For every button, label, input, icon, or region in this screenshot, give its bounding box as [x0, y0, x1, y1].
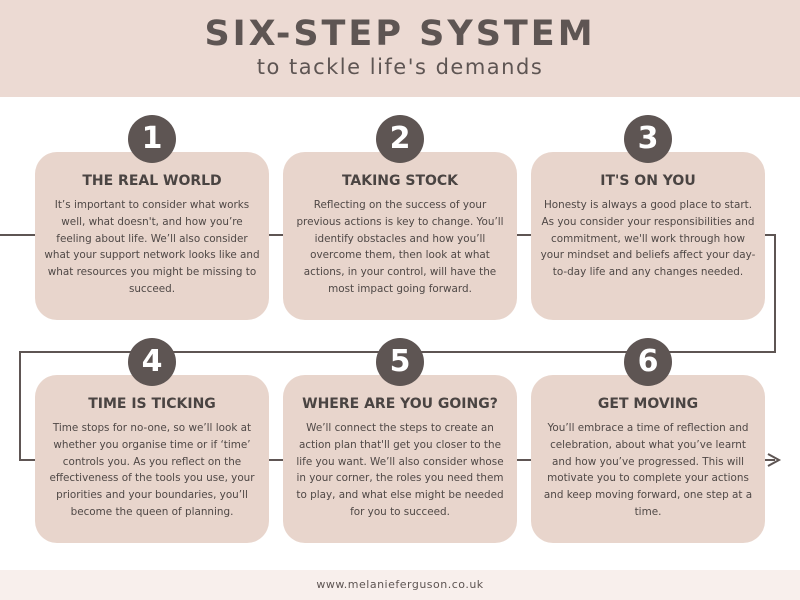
step-title: WHERE ARE YOU GOING?: [302, 396, 498, 412]
step-title: THE REAL WORLD: [82, 173, 222, 189]
step-description: You’ll embrace a time of reflection and …: [543, 422, 753, 518]
step-number-badge: 3: [624, 115, 672, 163]
step-title: TIME IS TICKING: [88, 396, 216, 412]
page-subtitle: to tackle life's demands: [256, 55, 544, 79]
step-card-3: IT'S ON YOU Honesty is always a good pla…: [531, 152, 765, 320]
header-banner: SIX-STEP SYSTEM to tackle life's demands: [0, 0, 800, 97]
footer: www.melanieferguson.co.uk: [0, 570, 800, 600]
website-url: www.melanieferguson.co.uk: [316, 578, 484, 591]
step-number-badge: 6: [624, 338, 672, 386]
step-description: Time stops for no-one, so we’ll look at …: [49, 422, 255, 518]
step-number-badge: 5: [376, 338, 424, 386]
step-title: GET MOVING: [597, 396, 699, 412]
step-title: IT'S ON YOU: [600, 173, 696, 189]
step-card-2: TAKING STOCK Reflecting on the success o…: [283, 152, 517, 320]
step-number-badge: 2: [376, 115, 424, 163]
step-number-badge: 4: [128, 338, 176, 386]
step-number-badge: 1: [128, 115, 176, 163]
page-title: SIX-STEP SYSTEM: [204, 14, 596, 54]
step-card-1: THE REAL WORLD It’s important to conside…: [35, 152, 269, 320]
step-description: It’s important to consider what works we…: [44, 199, 260, 295]
step-card-5: WHERE ARE YOU GOING? We’ll connect the s…: [283, 375, 517, 543]
step-card-6: GET MOVING You’ll embrace a time of refl…: [531, 375, 765, 543]
step-description: Reflecting on the success of your previo…: [296, 199, 504, 295]
step-title: TAKING STOCK: [341, 173, 459, 189]
step-description: We’ll connect the steps to create an act…: [296, 422, 504, 518]
arrow-right-icon: [767, 453, 782, 467]
step-card-4: TIME IS TICKING Time stops for no-one, s…: [35, 375, 269, 543]
step-description: Honesty is always a good place to start.…: [540, 199, 756, 279]
